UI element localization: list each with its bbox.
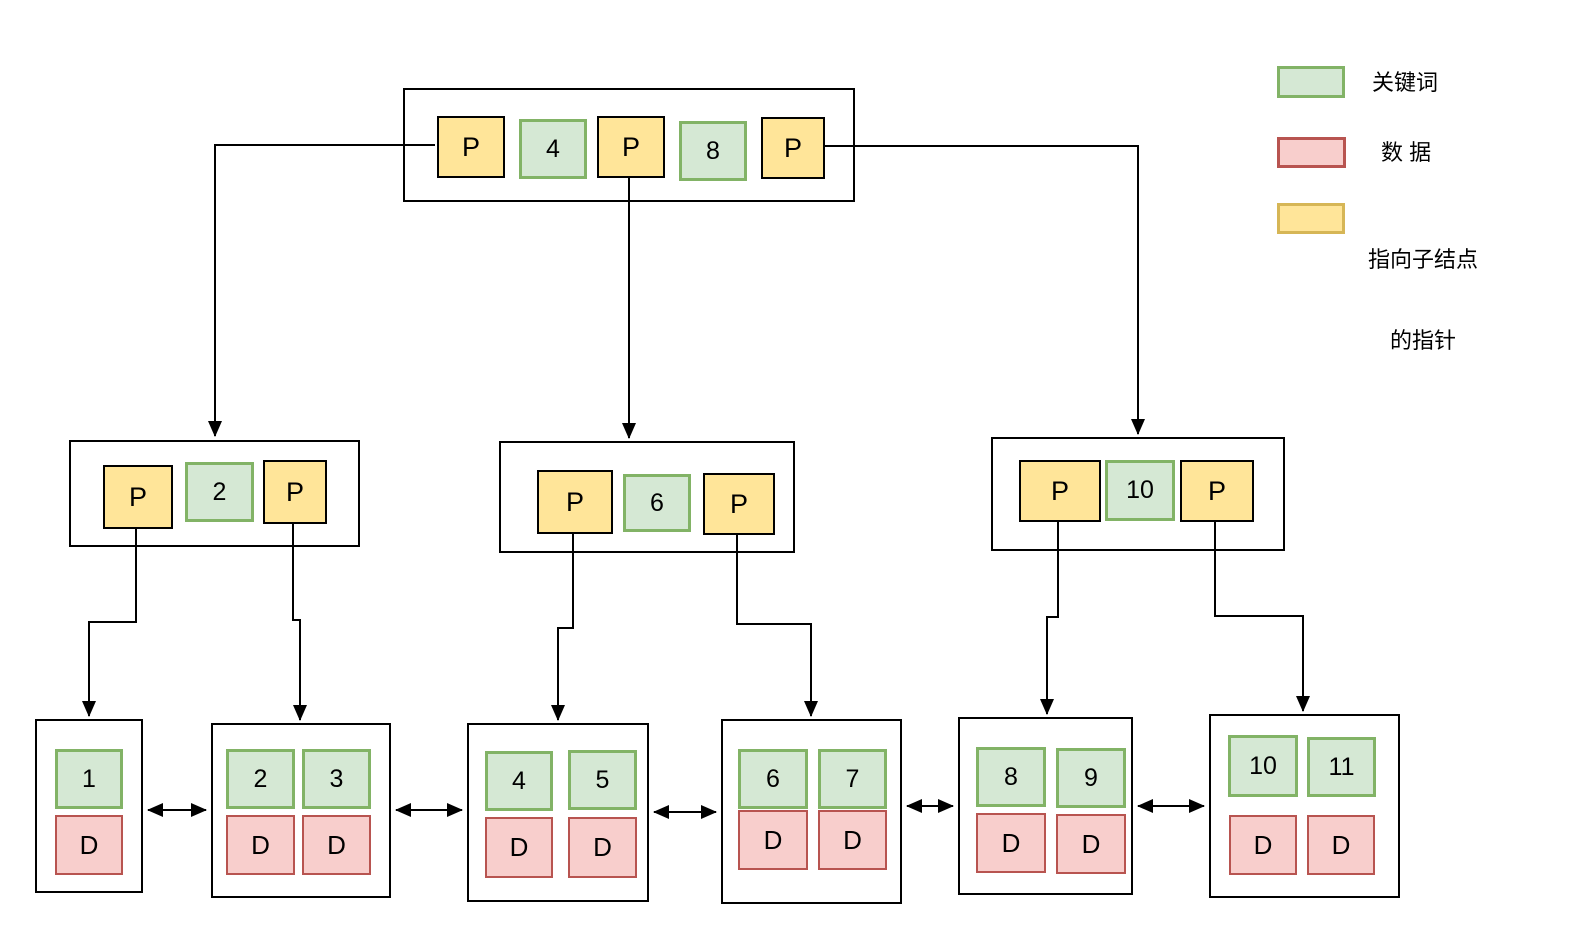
- key-cell: 5: [568, 750, 637, 810]
- key-cell: 9: [1056, 748, 1126, 808]
- leaf-node-3: 4 5 D D: [467, 723, 649, 902]
- pointer-cell: P: [1180, 460, 1254, 522]
- pointer-cell: P: [1019, 460, 1101, 522]
- leaf-node-1: 1 D: [35, 719, 143, 893]
- internal-node-left: P 2 P: [69, 440, 360, 547]
- key-cell: 11: [1307, 737, 1376, 797]
- legend-label-pointer-line2: 的指针: [1389, 328, 1456, 353]
- data-cell: D: [302, 815, 371, 875]
- key-cell: 2: [185, 462, 254, 522]
- data-cell: D: [226, 815, 295, 875]
- internal-node-right: P 10 P: [991, 437, 1285, 551]
- key-cell: 10: [1228, 735, 1298, 797]
- connector-root-to-internal-left: [208, 144, 435, 437]
- pointer-cell: P: [263, 460, 327, 524]
- data-cell: D: [485, 817, 553, 878]
- key-cell: 8: [679, 121, 747, 181]
- key-cell: 3: [302, 749, 371, 809]
- pointer-cell: P: [597, 116, 665, 178]
- legend-swatch-data: [1277, 137, 1346, 168]
- key-cell: 10: [1105, 460, 1175, 521]
- pointer-cell: P: [437, 116, 505, 178]
- key-cell: 6: [623, 474, 691, 532]
- pointer-cell: P: [761, 117, 825, 179]
- legend-label-keyword: 关键词: [1372, 70, 1439, 95]
- key-cell: 1: [55, 749, 123, 809]
- key-cell: 2: [226, 749, 295, 809]
- key-cell: 8: [976, 747, 1046, 807]
- data-cell: D: [738, 810, 808, 870]
- leaf-node-4: 6 7 D D: [721, 719, 902, 904]
- leaf-node-2: 2 3 D D: [211, 723, 391, 898]
- pointer-cell: P: [703, 473, 775, 535]
- connector-internal-middle-to-leaf-4: [736, 533, 818, 717]
- legend-label-data: 数 据: [1381, 140, 1432, 165]
- pointer-cell: P: [103, 465, 173, 529]
- key-cell: 4: [485, 751, 553, 811]
- leaf-node-5: 8 9 D D: [958, 717, 1133, 895]
- data-cell: D: [55, 815, 123, 875]
- connector-internal-left-to-leaf-1: [82, 527, 137, 717]
- legend-swatch-keyword: [1277, 66, 1345, 98]
- key-cell: 7: [818, 749, 887, 809]
- internal-node-middle: P 6 P: [499, 441, 795, 553]
- connector-internal-left-to-leaf-2: [292, 522, 307, 721]
- data-cell: D: [1229, 815, 1297, 875]
- root-node: P 4 P 8 P: [403, 88, 855, 202]
- connector-root-to-internal-right: [823, 145, 1145, 435]
- legend-swatch-pointer: [1277, 203, 1345, 234]
- data-cell: D: [1307, 815, 1375, 875]
- data-cell: D: [818, 810, 887, 870]
- key-cell: 4: [519, 119, 587, 179]
- leaf-node-6: 10 11 D D: [1209, 714, 1400, 898]
- data-cell: D: [1056, 814, 1126, 874]
- pointer-cell: P: [537, 470, 613, 534]
- connector-internal-middle-to-leaf-3: [551, 532, 574, 721]
- legend-label-pointer: 指向子结点 的指针: [1350, 192, 1496, 408]
- data-cell: D: [976, 813, 1046, 873]
- key-cell: 6: [738, 749, 808, 809]
- data-cell: D: [568, 817, 637, 878]
- legend-label-pointer-line1: 指向子结点: [1367, 247, 1478, 272]
